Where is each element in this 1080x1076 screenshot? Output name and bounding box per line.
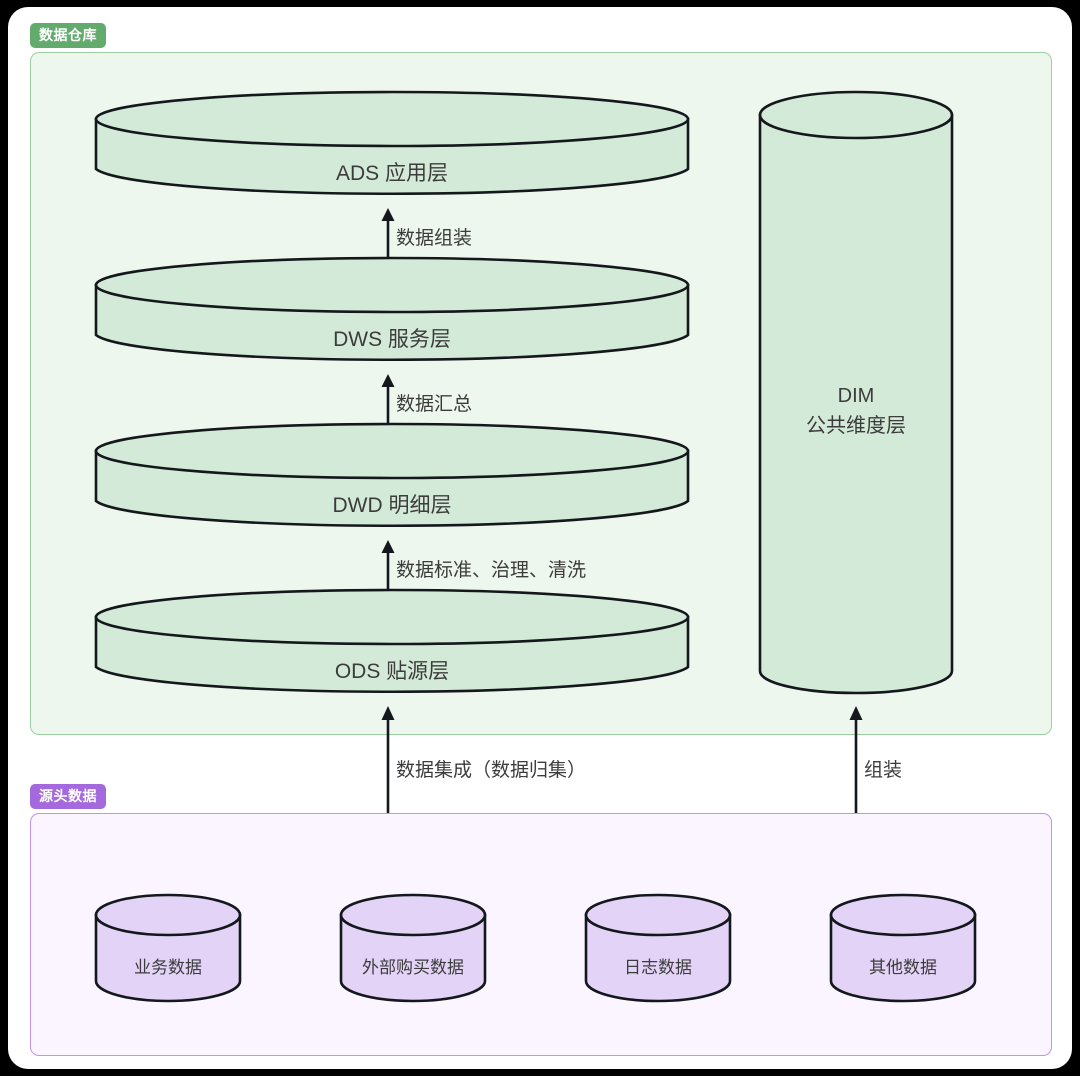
cylinder-dws-layer[interactable]: DWS 服务层 — [94, 255, 690, 365]
arrow-label-source-to-dim: 组装 — [864, 760, 903, 781]
group-badge-source-data: 源头数据 — [30, 784, 106, 809]
arrow-dws-to-ads — [374, 206, 414, 258]
cylinder-source-business[interactable]: 业务数据 — [94, 893, 242, 1005]
arrow-label-ods-to-dwd: 数据标准、治理、清洗 — [396, 560, 587, 581]
arrow-ods-to-dwd — [374, 538, 414, 590]
arrow-dwd-to-dws — [374, 372, 414, 424]
cylinder-ods-layer[interactable]: ODS 贴源层 — [94, 587, 690, 697]
arrow-label-source-to-ods: 数据集成（数据归集） — [396, 760, 587, 781]
arrow-source-to-dim — [842, 704, 882, 822]
cylinder-dwd-layer[interactable]: DWD 明细层 — [94, 421, 690, 531]
cylinder-source-other[interactable]: 其他数据 — [829, 893, 977, 1005]
diagram-canvas: 数据仓库 ADS 应用层 数据组装 DWS 服务层 — [8, 7, 1072, 1069]
arrow-label-dwd-to-dws: 数据汇总 — [396, 394, 473, 415]
group-badge-data-warehouse: 数据仓库 — [30, 23, 106, 48]
arrow-source-to-ods — [374, 704, 414, 822]
arrow-label-dws-to-ads: 数据组装 — [396, 228, 473, 249]
cylinder-source-log[interactable]: 日志数据 — [584, 893, 732, 1005]
cylinder-source-external-purchase[interactable]: 外部购买数据 — [339, 893, 487, 1005]
cylinder-dim-layer[interactable]: DIM 公共维度层 — [756, 89, 956, 697]
cylinder-ads-layer[interactable]: ADS 应用层 — [94, 89, 690, 199]
